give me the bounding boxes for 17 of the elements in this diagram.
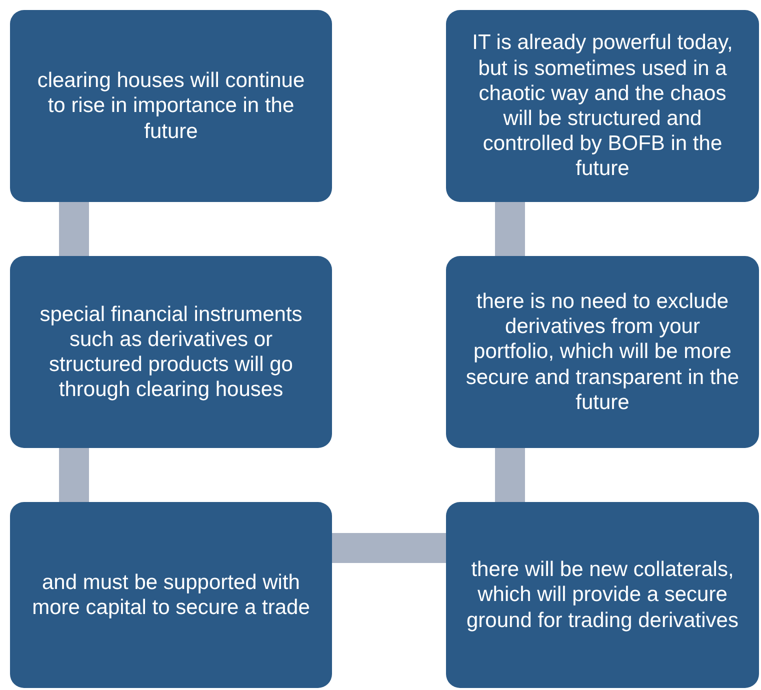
box-text: there is no need to exclude derivatives from your portfolio, which will be more secure and transparent in the future: [464, 289, 740, 415]
connector-bar: [332, 533, 446, 563]
process-box: [10, 10, 332, 202]
process-box: [446, 256, 759, 448]
box-text: clearing houses will continue to rise in importance in the future: [36, 68, 306, 144]
box-text: there will be new collaterals, which will provide a secure ground for trading derivatives: [466, 557, 740, 633]
box-text: IT is already powerful today, but is sometimes used in a chaotic way and the chaos will be structured and controlled by BOFB in the future: [471, 30, 734, 182]
box-text: special financial instruments such as derivatives or structured products will go through clearing houses: [38, 302, 304, 402]
box-text: and must be supported with more capital to secure a trade: [31, 570, 311, 620]
process-box: [10, 256, 332, 448]
connector-bar: [495, 448, 525, 502]
process-box: [446, 10, 759, 202]
process-box: [446, 502, 759, 688]
connector-bar: [59, 448, 89, 502]
connector-bar: [59, 202, 89, 256]
process-box: [10, 502, 332, 688]
connector-bar: [495, 202, 525, 256]
